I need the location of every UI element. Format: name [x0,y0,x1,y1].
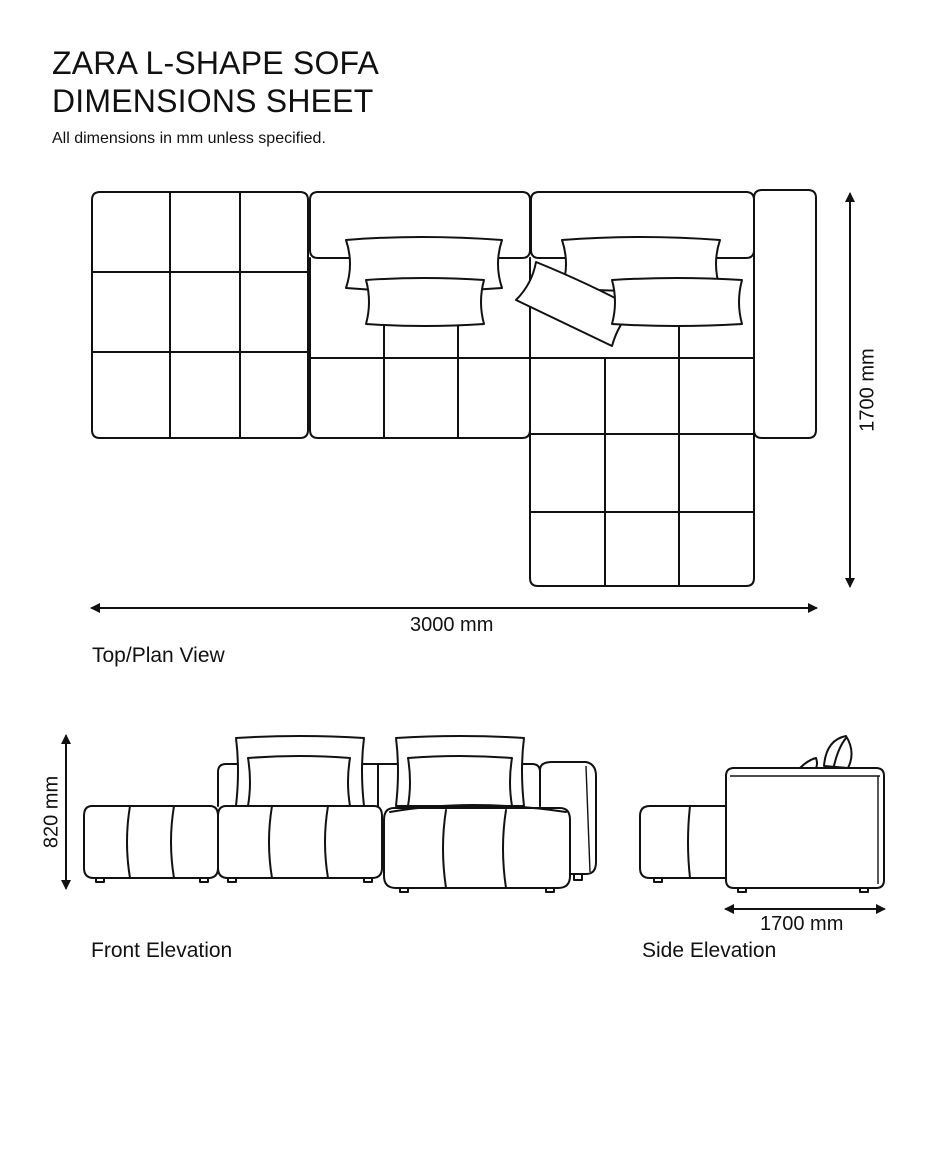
units-note: All dimensions in mm unless specified. [52,130,326,147]
front-elevation-drawing [83,735,597,893]
title-line-1: ZARA L-SHAPE SOFA [52,45,380,81]
plan-back-bolster-2 [530,191,755,259]
plan-chaise-section [529,257,755,587]
plan-width-label: 3000 mm [410,614,494,636]
plan-pillow-5 [611,277,743,327]
plan-pillow-1 [345,236,503,292]
page-title: ZARA L-SHAPE SOFA DIMENSIONS SHEET [52,44,379,120]
plan-pillow-4 [515,261,635,347]
plan-view-drawing [91,189,817,587]
side-depth-label: 1700 mm [760,913,844,935]
front-elevation-label: Front Elevation [91,939,233,962]
plan-right-armrest [753,189,817,439]
title-line-2: DIMENSIONS SHEET [52,83,374,119]
front-height-label: 820 mm [40,775,63,849]
plan-view-label: Top/Plan View [92,644,225,667]
plan-back-bolster-1 [309,191,531,259]
plan-left-section [91,191,309,439]
side-elevation-drawing [639,735,885,893]
side-elevation-label: Side Elevation [642,939,777,962]
plan-depth-label: 1700 mm [856,348,879,432]
plan-pillow-2 [365,277,485,327]
